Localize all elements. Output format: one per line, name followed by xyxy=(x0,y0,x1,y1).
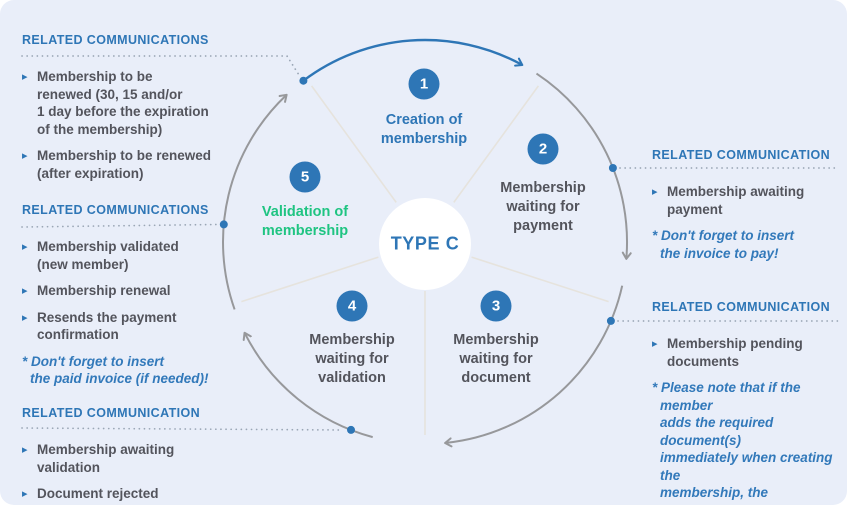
stage-1-number-badge: 1 xyxy=(408,68,440,100)
leader-line-mid-left xyxy=(21,223,217,228)
panel-header: RELATED COMMUNICATION xyxy=(652,148,831,162)
list-item: ▸ Membership to be renewed (30, 15 and/o… xyxy=(22,68,274,138)
stage-3-label: Membership waiting for document xyxy=(453,332,539,386)
bullet-arrow-icon: ▸ xyxy=(22,444,28,456)
flow-arc-left xyxy=(222,93,288,310)
flow-arc-top-blue xyxy=(302,38,524,82)
bullet-text: Resends the payment confirmation xyxy=(37,309,177,343)
bullet-arrow-icon: ▸ xyxy=(22,150,28,162)
related-communication-panel-awaiting-payment: RELATED COMMUNICATION ▸ Membership await… xyxy=(652,148,840,262)
stage-3-number-badge: 3 xyxy=(480,290,512,322)
segment-divider-2-3 xyxy=(471,256,609,303)
list-item: ▸ Membership pending documents xyxy=(652,335,840,370)
list-item: ▸ Membership awaiting validation xyxy=(22,441,274,476)
bullet-text: Membership awaiting payment xyxy=(667,184,805,217)
leader-line-top-left xyxy=(21,55,300,76)
related-communications-panel-renewal: RELATED COMMUNICATIONS ▸ Membership to b… xyxy=(22,33,274,191)
segment-divider-5-1 xyxy=(310,85,397,203)
list-item: ▸ Document rejected xyxy=(22,485,274,503)
related-communications-panel-validated: RELATED COMMUNICATIONS ▸ Membership vali… xyxy=(22,203,274,388)
stage-2-number-badge: 2 xyxy=(527,133,559,165)
list-item: ▸ Membership renewal xyxy=(22,282,274,300)
bullet-text: Membership to be renewed (after expirati… xyxy=(37,148,212,181)
list-item: ▸ Membership awaiting payment xyxy=(652,183,840,218)
bullet-text: Membership awaiting validation xyxy=(37,442,175,475)
connector-dot-mid-left xyxy=(219,220,228,229)
bullet-arrow-icon: ▸ xyxy=(22,241,28,253)
bullet-arrow-icon: ▸ xyxy=(22,71,28,83)
stage-4-label: Membership waiting for validation xyxy=(309,332,395,386)
bullet-text: Membership pending documents xyxy=(667,336,803,369)
segment-dividers xyxy=(241,85,609,435)
connector-dot-top-right xyxy=(608,164,617,172)
segment-divider-1-2 xyxy=(453,85,540,203)
panel-header: RELATED COMMUNICATIONS xyxy=(22,203,209,217)
list-item: ▸ Resends the payment confirmation xyxy=(22,309,274,344)
bullet-text: Membership to be renewed (30, 15 and/or … xyxy=(37,69,209,137)
list-item: ▸ Membership to be renewed (after expira… xyxy=(22,147,274,182)
connector-dot-bottom-left xyxy=(347,425,355,434)
segment-divider-4-5 xyxy=(241,256,379,303)
stage-1-label: Creation of membership xyxy=(380,112,468,147)
bullet-text: Document rejected xyxy=(37,486,159,501)
list-item: ▸ Membership validated (new member) xyxy=(22,238,274,273)
connector-dot-top-left xyxy=(299,76,308,85)
stage-4-number-badge: 4 xyxy=(336,290,368,322)
connector-dot-bottom-right xyxy=(606,316,615,325)
reminder-note: * Don't forget to insert the paid invoic… xyxy=(22,353,209,387)
related-communication-panel-awaiting-validation: RELATED COMMUNICATION ▸ Membership await… xyxy=(22,406,274,505)
bullet-text: Membership renewal xyxy=(37,283,171,298)
panel-header: RELATED COMMUNICATIONS xyxy=(22,33,209,47)
flow-arc-right xyxy=(535,72,632,260)
bullet-arrow-icon: ▸ xyxy=(652,338,658,350)
type-c-hub-label: TYPE C xyxy=(390,233,460,254)
related-communication-panel-pending-documents: RELATED COMMUNICATION ▸ Membership pendi… xyxy=(652,300,840,505)
reminder-note: * Don't forget to insert the invoice to … xyxy=(652,228,794,261)
bullet-text: Membership validated (new member) xyxy=(37,239,179,272)
leader-lines xyxy=(21,55,839,431)
stage-5-label: Validation of membership xyxy=(261,204,349,239)
connector-dots xyxy=(219,76,617,434)
bullet-arrow-icon: ▸ xyxy=(652,186,658,198)
stage-5-number-badge: 5 xyxy=(289,161,321,193)
bullet-arrow-icon: ▸ xyxy=(22,285,28,297)
bullet-arrow-icon: ▸ xyxy=(22,311,28,324)
bullet-arrow-icon: ▸ xyxy=(22,488,28,500)
stage-2-label: Membership waiting for payment xyxy=(500,180,586,234)
panel-header: RELATED COMMUNICATION xyxy=(652,300,831,314)
reminder-note: * Please note that if the member adds th… xyxy=(652,380,833,505)
center-hub-circle xyxy=(379,198,471,290)
panel-header: RELATED COMMUNICATION xyxy=(22,406,201,420)
